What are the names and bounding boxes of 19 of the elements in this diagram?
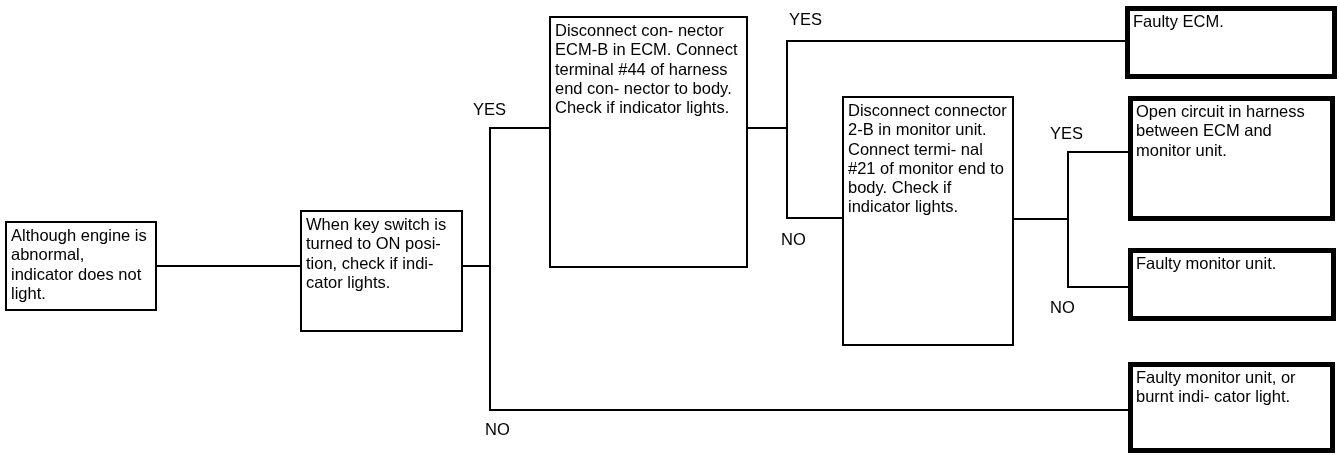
box-text: Faulty monitor unit, or burnt indi- cator light. (1136, 368, 1297, 407)
process-box (5, 221, 157, 311)
result-box (1128, 248, 1336, 321)
box-text: Open circuit in harness between ECM and monitor unit. (1136, 102, 1306, 160)
box-text: Disconnect con- nector ECM-B in ECM. Connect terminal #44 of harness end con- nector to body. Check if indicator lights. (555, 21, 739, 118)
box-text: Faulty monitor unit. (1136, 254, 1278, 274)
connector-line (156, 265, 301, 267)
connector-line (747, 127, 843, 219)
process-box (549, 16, 748, 268)
result-box (1125, 6, 1337, 79)
box-text: Although engine is abnormal, indicator does not light. (11, 226, 148, 304)
box-text: Faulty ECM. (1133, 12, 1225, 32)
box-text: Disconnect connector 2-B in monitor unit. Connect termi- nal #21 of monitor end to body. Check if indicator lights. (848, 101, 1008, 217)
process-box (842, 96, 1014, 346)
result-box (1128, 362, 1335, 453)
process-box (300, 210, 463, 332)
result-box (1128, 96, 1335, 221)
connector-line (1013, 218, 1129, 288)
box-text: When key switch is turned to ON posi- tion, check if indi- cator lights. (306, 215, 448, 293)
